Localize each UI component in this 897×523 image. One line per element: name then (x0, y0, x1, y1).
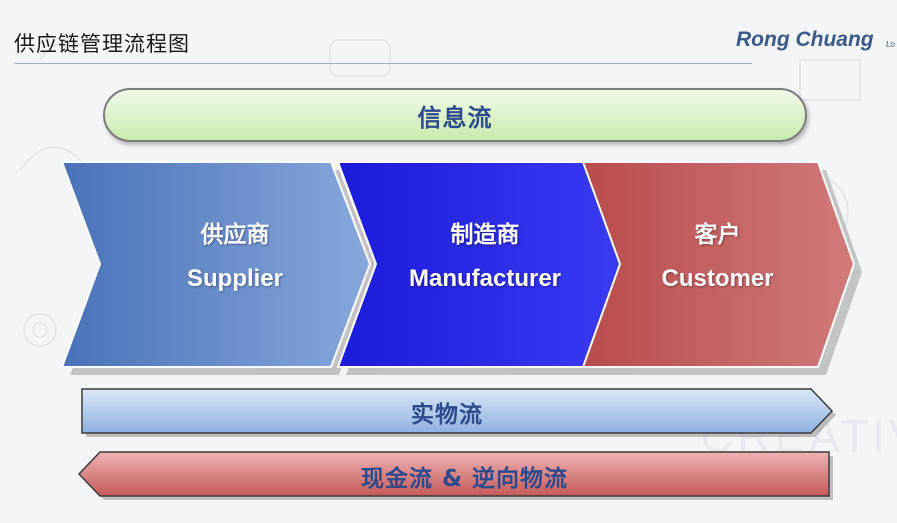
information-flow-label: 信息流 (417, 103, 493, 132)
brand-suffix: Lo (886, 40, 895, 49)
stage-manufacturer: 制造商 Manufacturer (380, 220, 590, 296)
stage-customer-en: Customer (661, 265, 774, 292)
brand-logo-text: Rong Chuang (736, 28, 874, 51)
stage-supplier: 供应商 Supplier (150, 220, 320, 296)
material-flow-label: 实物流 (411, 402, 483, 428)
reverse-flow-arrow (77, 451, 830, 497)
chevron-supplier (60, 161, 372, 368)
page-title: 供应链管理流程图 (14, 32, 190, 56)
stage-supplier-cn: 供应商 (200, 222, 270, 248)
stage-customer: 客户 Customer (635, 220, 800, 296)
title-divider (14, 63, 752, 64)
material-flow-arrow (81, 388, 834, 434)
stage-manufacturer-cn: 制造商 (450, 222, 520, 248)
information-flow-bar: 信息流 (103, 88, 807, 142)
chevron-customer (581, 161, 856, 368)
reverse-flow-label: 现金流 & 逆向物流 (360, 466, 569, 492)
stage-manufacturer-en: Manufacturer (408, 265, 562, 292)
stage-supplier-en: Supplier (186, 265, 283, 292)
stage-customer-cn: 客户 (694, 222, 741, 248)
